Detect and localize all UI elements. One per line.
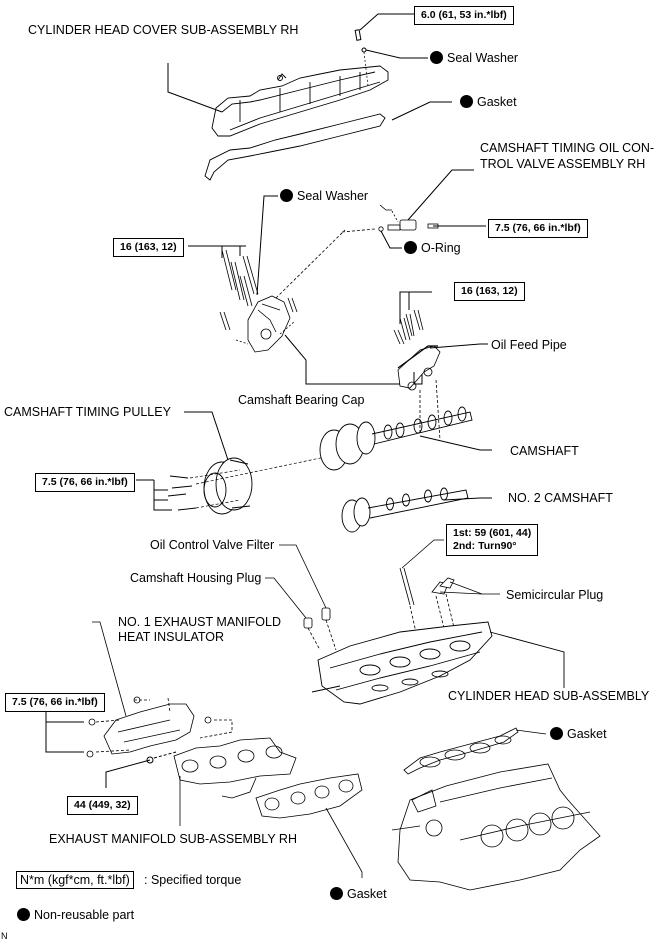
leaders-insulator (45, 710, 177, 788)
label-cylinder-head: CYLINDER HEAD SUB-ASSEMBLY (448, 689, 650, 703)
manifold-gasket-drawing (255, 773, 363, 878)
legend-non-reusable-text: Non-reusable part (34, 908, 135, 922)
legend-non-reusable: Non-reusable part (17, 908, 134, 922)
torque-bearing-cap-left: 16 (163, 12) (113, 238, 184, 257)
non-reusable-dot-icon (404, 241, 417, 254)
ocv-filter-drawing (265, 544, 337, 651)
label-heat-insulator-line1: NO. 1 EXHAUST MANIFOLD (118, 615, 281, 629)
label-ocv-line2: TROL VALVE ASSEMBLY RH (480, 157, 646, 171)
label-gasket-head: Gasket (550, 727, 607, 741)
non-reusable-dot-icon (430, 51, 443, 64)
torque-head-bolt-1st: 1st: 59 (601, 44) (453, 527, 532, 539)
seal-washer-top-text: Seal Washer (447, 51, 519, 65)
gasket-head-text: Gasket (567, 727, 607, 741)
heat-insulator-drawing (86, 621, 233, 758)
non-reusable-dot-icon (280, 189, 293, 202)
legend-torque-unit-box: N*m (kgf*cm, ft.*lbf) (16, 871, 134, 889)
label-seal-washer-mid: Seal Washer (280, 189, 368, 203)
footer-code: N (1, 931, 8, 941)
o-ring-text: O-Ring (421, 241, 461, 255)
label-camshaft-bearing-cap: Camshaft Bearing Cap (238, 393, 365, 407)
legend-torque-desc: : Specified torque (144, 873, 242, 887)
non-reusable-dot-icon (17, 908, 30, 921)
torque-head-bolt-2nd: 2nd: Turn90° (453, 540, 517, 552)
torque-head-bolt: 1st: 59 (601, 44) 2nd: Turn90° (446, 524, 539, 556)
cylinder-head-drawing (311, 621, 565, 705)
leaders-top (167, 13, 452, 121)
label-oil-feed-pipe: Oil Feed Pipe (491, 338, 567, 352)
label-heat-insulator-line2: HEAT INSULATOR (118, 630, 225, 644)
cover-gasket-drawing (204, 113, 386, 181)
label-gasket-manifold: Gasket (330, 887, 387, 901)
label-seal-washer-top: Seal Washer (430, 51, 518, 65)
leaders-pulley (136, 411, 229, 511)
bearing-cap-left-drawing (219, 229, 346, 353)
label-ocv-line1: CAMSHAFT TIMING OIL CON- (480, 141, 655, 155)
label-camshaft-housing-plug: Camshaft Housing Plug (130, 571, 262, 585)
torque-insulator-bolts: 7.5 (76, 66 in.*lbf) (5, 693, 105, 712)
cover-bolt-drawing (354, 29, 369, 87)
label-camshaft-timing-pulley: CAMSHAFT TIMING PULLEY (4, 405, 171, 419)
non-reusable-dot-icon (550, 727, 563, 740)
torque-cover-bolt: 6.0 (61, 53 in.*lbf) (414, 6, 514, 25)
timing-pulley-drawing (167, 455, 331, 515)
label-gasket-cover: Gasket (460, 95, 517, 109)
cylinder-head-cover-drawing (211, 65, 389, 137)
torque-bearing-cap-right: 16 (163, 12) (454, 282, 525, 301)
torque-ocv-bolt: 7.5 (76, 66 in.*lbf) (488, 219, 588, 238)
camshaft-drawing (319, 406, 492, 471)
gasket-cover-text: Gasket (477, 95, 517, 109)
head-gasket-drawing (403, 727, 547, 775)
label-o-ring: O-Ring (404, 241, 461, 255)
label-oil-control-valve-filter: Oil Control Valve Filter (150, 538, 275, 552)
non-reusable-dot-icon (460, 95, 473, 108)
non-reusable-dot-icon (330, 887, 343, 900)
label-exhaust-manifold: EXHAUST MANIFOLD SUB-ASSEMBLY RH (49, 832, 297, 846)
ocv-drawing (341, 169, 486, 249)
label-camshaft: CAMSHAFT (510, 444, 579, 458)
exhaust-manifold-drawing (173, 737, 297, 826)
torque-manifold-nut: 44 (449, 32) (67, 796, 138, 815)
no2-camshaft-drawing (341, 487, 492, 533)
torque-pulley-bolts: 7.5 (76, 66 in.*lbf) (35, 473, 135, 492)
bearing-cap-right-drawing (393, 309, 441, 441)
engine-block-drawing (391, 763, 601, 891)
leaders-bearing-cap (188, 195, 423, 385)
seal-washer-mid-text: Seal Washer (297, 189, 369, 203)
leaders-bearing-right (399, 291, 488, 384)
head-bolt-drawing (399, 539, 500, 651)
gasket-manifold-text: Gasket (347, 887, 387, 901)
label-cylinder-head-cover: CYLINDER HEAD COVER SUB-ASSEMBLY RH (28, 23, 299, 37)
label-no2-camshaft: NO. 2 CAMSHAFT (508, 491, 613, 505)
label-semicircular-plug: Semicircular Plug (506, 588, 604, 602)
